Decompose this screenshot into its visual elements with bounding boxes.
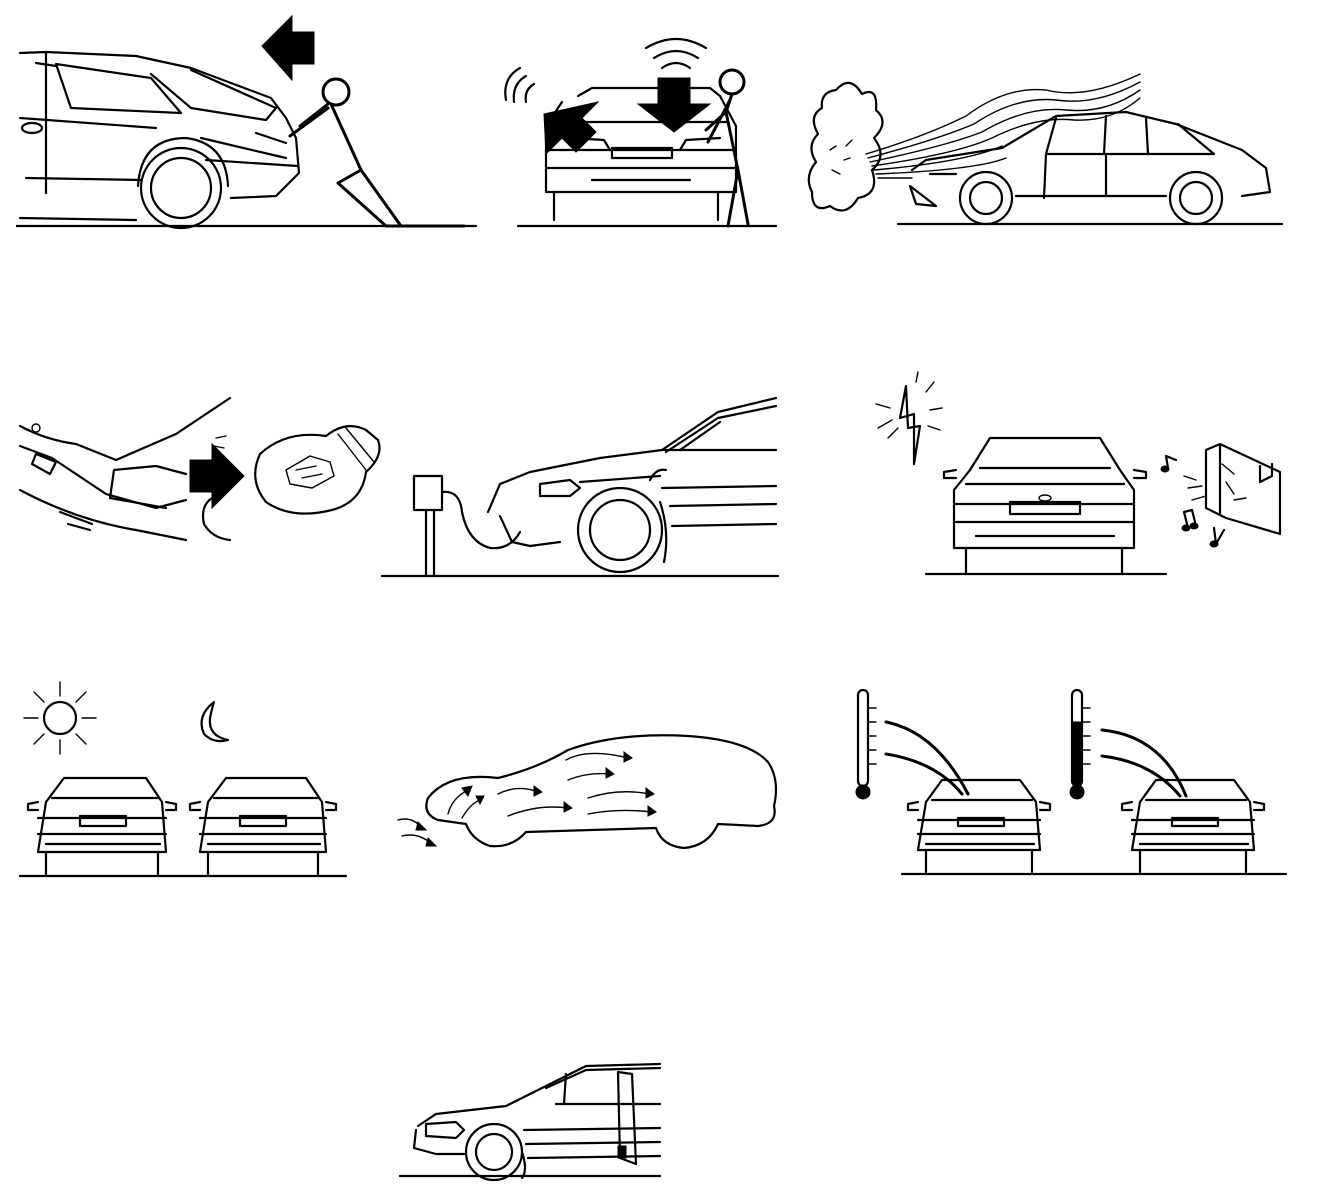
panel-door-open (396, 1060, 664, 1188)
panel-rock-car (500, 30, 780, 236)
car-front-icon (188, 776, 338, 876)
panel-push-start (16, 8, 480, 236)
panel-temperature (846, 682, 1290, 882)
vibration-icon (504, 38, 708, 104)
panel-headlight-bulb (16, 390, 386, 560)
sun-icon (23, 681, 97, 755)
car-front-icon (516, 86, 778, 228)
car-front-icon (906, 778, 1052, 874)
panel-engine-heater (380, 392, 780, 582)
car-outline-icon (425, 734, 778, 850)
car-side-icon (896, 110, 1284, 226)
moon-icon (200, 700, 230, 743)
airflow-arrows-icon (397, 751, 657, 847)
arrow-down-left-icon (543, 101, 600, 156)
cable-icon (440, 490, 522, 550)
panel-airflow-interior (388, 724, 788, 866)
arrow-left-icon (261, 14, 315, 82)
power-outlet-icon (412, 474, 444, 578)
car-front-icon (924, 436, 1168, 576)
radio-icon (1183, 442, 1282, 536)
arrow-right-icon (189, 442, 245, 510)
panel-day-night (16, 678, 352, 882)
person-icon (704, 68, 750, 228)
thermometer-icon (1069, 688, 1091, 800)
car-rear-icon (16, 50, 478, 230)
door-icon (616, 1070, 638, 1166)
car-corner-icon (18, 396, 232, 542)
car-side-icon (412, 1062, 662, 1182)
light-bulb-icon (254, 425, 381, 515)
arrow-down-icon (636, 77, 712, 133)
airflow-lines-icon (865, 73, 1141, 179)
smoke-cloud-icon (807, 81, 884, 212)
panel-electrical-noise (870, 368, 1300, 580)
panel-exhaust-smoke (806, 66, 1286, 236)
music-note-icon (1160, 454, 1226, 548)
car-front-icon (26, 776, 178, 876)
thermometer-icon (855, 688, 877, 800)
person-pushing-icon (288, 77, 466, 228)
lightning-icon (875, 371, 943, 466)
car-side-icon (380, 396, 780, 578)
car-front-icon (1120, 778, 1266, 874)
